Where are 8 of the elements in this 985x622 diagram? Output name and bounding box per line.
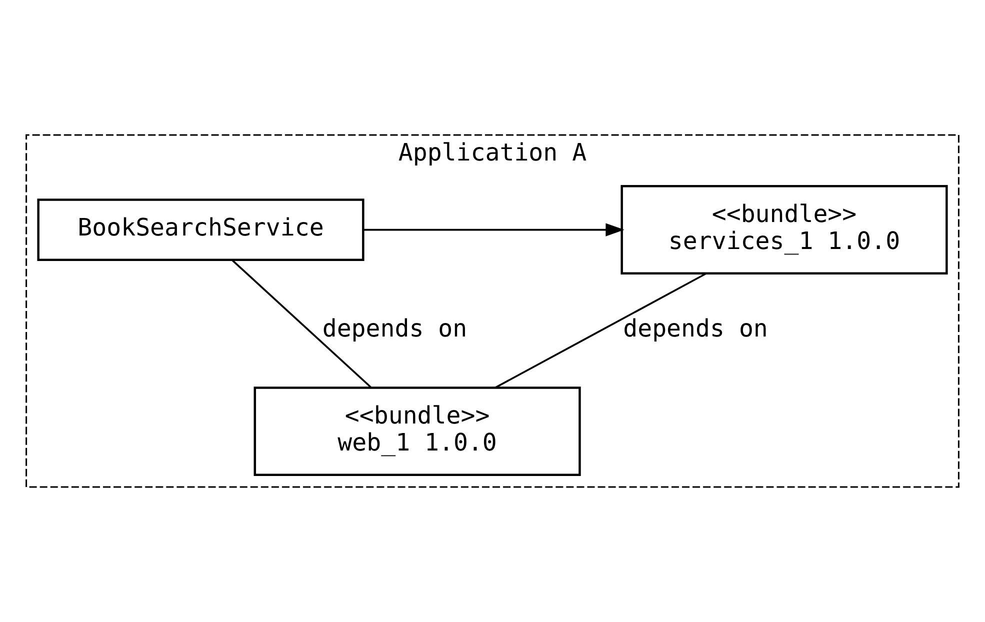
edge-label: depends on	[322, 314, 468, 342]
arrow	[364, 223, 624, 236]
node-box: BookSearchService	[37, 198, 364, 261]
connector	[495, 272, 706, 388]
node-box: <<bundle>> web_1 1.0.0	[254, 386, 581, 476]
node-box: <<bundle>> services_1 1.0.0	[620, 185, 948, 275]
edge-label: depends on	[623, 314, 768, 342]
connector	[232, 260, 372, 388]
